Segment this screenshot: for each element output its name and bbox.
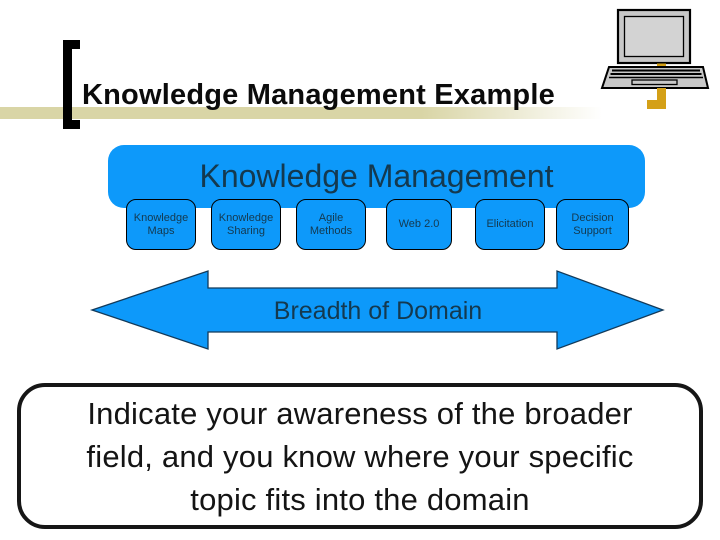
diagram-sub-box-knowledge-sharing: Knowledge Sharing: [211, 199, 281, 250]
diagram-sub-box-decision-support: Decision Support: [556, 199, 629, 250]
diagram-sub-box-knowledge-maps: Knowledge Maps: [126, 199, 196, 250]
sub-box-label: Knowledge Sharing: [218, 211, 274, 237]
sub-box-label: Agile Methods: [309, 211, 353, 237]
laptop-icon: [600, 8, 710, 109]
sub-box-label: Web 2.0: [398, 218, 440, 230]
sub-box-label: Knowledge Maps: [133, 211, 189, 237]
diagram-sub-box-elicitation: Elicitation: [475, 199, 545, 250]
note-line: topic fits into the domain: [190, 481, 530, 517]
title-underline-bar: [0, 107, 602, 119]
sub-box-label: Decision Support: [571, 211, 614, 237]
note-line: field, and you know where your specific: [86, 438, 634, 474]
diagram-main-box: Knowledge Management: [108, 145, 645, 208]
arrow-label: Breadth of Domain: [273, 297, 483, 325]
sub-box-label: Elicitation: [486, 218, 534, 230]
note-box: Indicate your awareness of the broader f…: [17, 383, 703, 529]
slide-title: Knowledge Management Example: [82, 79, 555, 111]
bracket-icon: [63, 40, 80, 129]
diagram-sub-box-web-2-0: Web 2.0: [386, 199, 452, 250]
double-arrow-icon: [89, 270, 665, 350]
diagram-main-label: Knowledge Management: [199, 158, 554, 194]
diagram-sub-box-agile-methods: Agile Methods: [296, 199, 366, 250]
note-line: Indicate your awareness of the broader: [87, 395, 633, 431]
